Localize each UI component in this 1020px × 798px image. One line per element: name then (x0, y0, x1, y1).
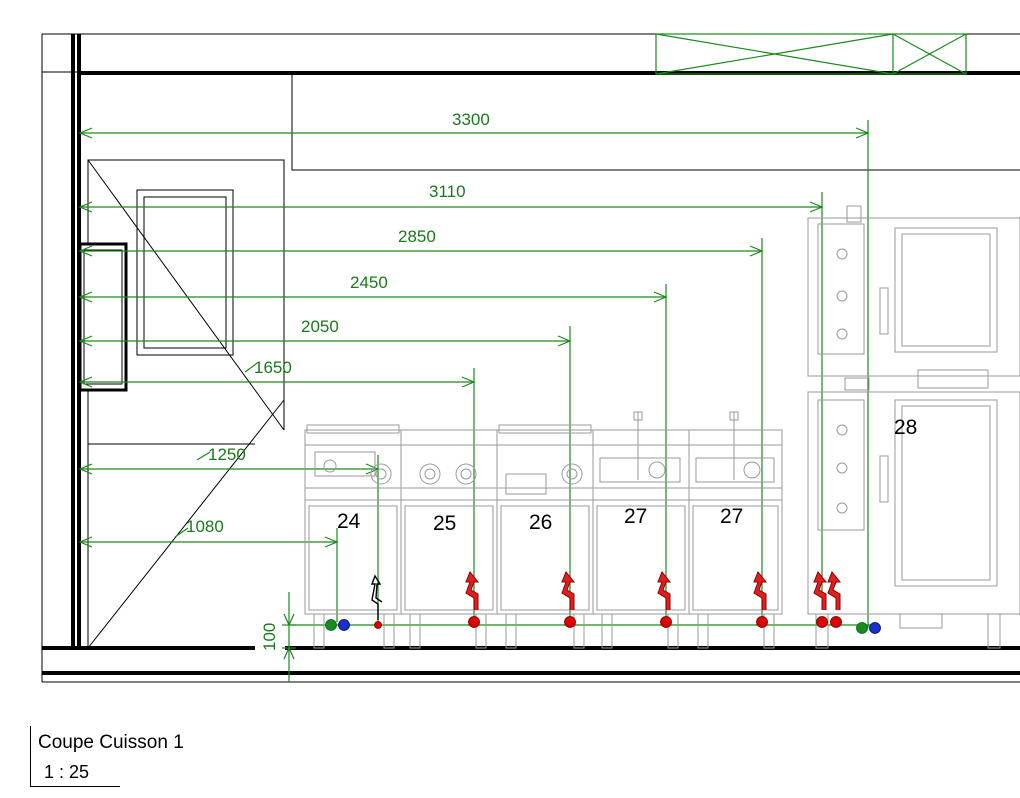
dimension-3110: 3110 (429, 182, 466, 201)
electric-connection-point (564, 616, 576, 628)
dimension-height-100: 100 (260, 623, 279, 651)
equipment-labels: 24 25 26 27 27 28 (337, 416, 917, 535)
left-door-window (78, 159, 285, 649)
cold-water-connection-point (325, 619, 337, 631)
view-scale: 1 : 25 (44, 762, 90, 782)
equipment-label-28: 28 (894, 416, 917, 439)
dimension-1250: 1250 (208, 445, 246, 464)
dimension-1080: 1080 (186, 517, 224, 536)
dimension-3300: 3300 (452, 110, 490, 129)
dimension-2850: 2850 (398, 227, 436, 246)
hot-water-connection-point (869, 622, 881, 634)
hot-water-connection-point (338, 619, 350, 631)
electric-connection-point (816, 616, 828, 628)
electric-connection-point (660, 616, 672, 628)
electric-symbol (465, 571, 480, 610)
equipment-label-27: 27 (624, 505, 647, 528)
cooking-line-equipment (304, 205, 1020, 649)
title-block-underline (30, 786, 120, 787)
equipment-label-24: 24 (337, 510, 361, 533)
electric-symbol (561, 571, 576, 610)
utility-connections (325, 571, 881, 634)
electric-connection-point (374, 621, 382, 629)
title-block-border (30, 726, 31, 786)
equipment-label-27: 27 (720, 505, 743, 528)
view-title: Coupe Cuisson 1 (38, 732, 184, 753)
equipment-label-25: 25 (433, 512, 456, 535)
view-title-block: Coupe Cuisson 1 1 : 25 (30, 726, 200, 788)
dimension-2450: 2450 (350, 273, 388, 292)
building-structure (41, 33, 1020, 683)
dimension-1650: 1650 (254, 358, 292, 377)
equipment-label-26: 26 (529, 511, 552, 534)
electric-symbol (813, 571, 828, 610)
electric-symbol (657, 571, 672, 610)
electric-connection-point (830, 616, 842, 628)
cold-water-connection-point (856, 622, 868, 634)
electric-symbol (753, 571, 768, 610)
low-voltage-symbol (370, 574, 383, 620)
electric-connection-point (468, 616, 480, 628)
electric-connection-point (756, 616, 768, 628)
dimension-2050: 2050 (301, 317, 339, 336)
dimension-labels: 3300 3110 2850 2450 2050 1650 1250 1080 … (186, 110, 490, 651)
electric-symbol (827, 571, 842, 610)
